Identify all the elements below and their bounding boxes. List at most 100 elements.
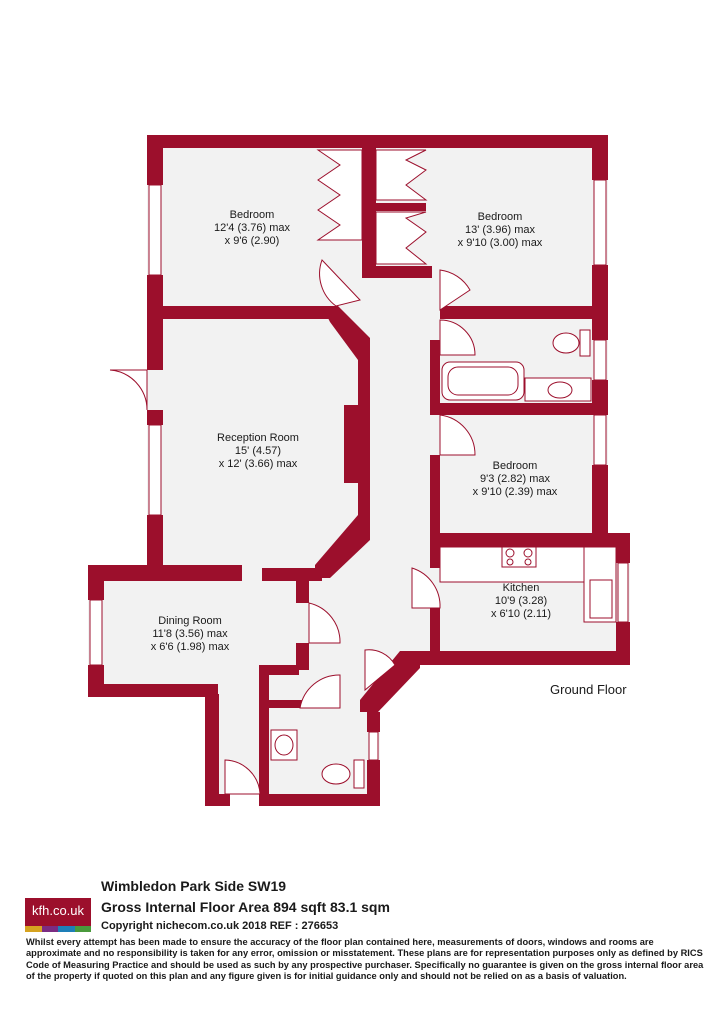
wall-cupboard-mid [376,203,426,211]
wall-dining-right-low [296,643,309,670]
svg-text:Ground Floor: Ground Floor [550,682,627,697]
logo-stripe-3 [58,926,75,932]
room-name: Dining Room [158,615,222,627]
floor-plan: Bedroom 12'4 (3.76) max x 9'6 (2.90) Bed… [88,135,630,806]
wall-reception-diag-bot [315,515,370,578]
wall-cupboard-base [362,266,432,278]
hob-ring-3 [506,558,514,566]
door-bed2 [439,269,471,311]
window-reception [148,424,162,516]
svg-text:x 6'10 (2.11): x 6'10 (2.11) [491,608,551,620]
room-dim: 10'9 (3.28) [495,595,547,607]
window-kitchen [617,562,629,623]
toilet-icon [552,332,580,354]
svg-text:x 12' (3.66) max: x 12' (3.66) max [219,458,298,470]
svg-text:x 9'10 (2.39) max: x 9'10 (2.39) max [473,486,558,498]
wall-left-bedroom [147,275,163,370]
svg-text:11'8 (3.56) max: 11'8 (3.56) max [152,628,228,640]
hob-ring-4 [524,558,532,566]
disclaimer-text: Whilst every attempt has been made to en… [26,937,704,982]
svg-text:Bedroom: Bedroom [493,460,538,472]
logo-stripe-1 [25,926,42,932]
wall-bedrooms-divider [362,148,376,278]
walls [88,135,630,806]
room-dim: x 6'6 (1.98) max [151,641,230,653]
room-dim: 9'3 (2.82) max [480,473,550,485]
door-hall [364,649,396,692]
copyright-text: Copyright nichecom.co.uk 2018 REF : 2766… [101,920,339,932]
wall-wc-bottom [260,794,380,806]
room-name: Bedroom [230,209,275,221]
door-bath [439,319,476,356]
wall-left-reception [147,410,163,425]
wall-kitchen-left-low [430,608,440,665]
window-wc [368,731,379,761]
room-labels: Bedroom 12'4 (3.76) max x 9'6 (2.90) Bed… [151,209,628,697]
wall-entry-left [205,694,219,806]
wall-kitchen-right-top [616,533,630,563]
room-dim: x 9'10 (3.00) max [458,237,543,249]
room-dim: 13' (3.96) max [465,224,535,236]
wardrobe-bed2 [375,149,428,201]
sink-icon [589,579,613,619]
svg-text:15' (4.57): 15' (4.57) [235,445,281,457]
windows [89,179,629,761]
room-dim: x 12' (3.66) max [219,458,298,470]
room-dim: x 9'10 (2.39) max [473,486,558,498]
wall-left-reception-low [147,515,163,580]
doors [109,259,476,795]
door-front [109,369,148,411]
svg-text:10'9 (3.28): 10'9 (3.28) [495,595,547,607]
wall-dining-top [88,565,153,581]
wall-dining-bottom [88,684,218,697]
door-kitchen [411,567,441,609]
basin-icon [547,381,573,399]
wall-left-upper [147,135,163,185]
svg-text:Bedroom: Bedroom [230,209,275,221]
logo-stripe [25,926,91,932]
logo-stripe-2 [41,926,58,932]
door-bed1 [319,259,361,307]
bath-inner [447,366,519,396]
door-bed3 [439,414,476,456]
svg-text:Dining Room: Dining Room [158,615,222,627]
wall-right-mid [592,265,608,340]
wall-kitchen-bottom [415,651,630,665]
hob-ring-2 [523,548,533,558]
logo-text: kfh.co.uk [31,903,85,918]
door-entry [224,759,261,795]
room-name: Reception Room [217,432,299,444]
wall-bed1-bottom [147,306,330,319]
wall-wc-top [259,665,299,675]
svg-text:Bedroom: Bedroom [478,211,523,223]
wall-wc-right [367,712,380,732]
wardrobe-bed1 [316,149,363,241]
wc-basin-icon [274,734,294,756]
chimney-breast [344,405,364,483]
kfh-logo: kfh.co.uk [25,898,91,932]
window-bed2 [593,179,607,266]
wall-right-upper [592,135,608,180]
room-dim: x 6'10 (2.11) [491,608,551,620]
toilet-cistern [579,329,591,357]
wall-diagonal [360,651,420,712]
property-title: Wimbledon Park Side SW19 [101,878,287,894]
wc-cistern [353,759,365,789]
door-wc [299,674,341,709]
window-bath [593,339,607,381]
wall-wc-left [259,665,269,806]
wall-reception-diag-top [322,306,370,360]
wall-bed3-bottom [430,533,590,547]
wall-corridor-right-1 [430,340,440,415]
floor-area-text: Gross Internal Floor Area 894 sqft 83.1 … [101,899,390,915]
svg-text:x 9'6 (2.90): x 9'6 (2.90) [225,235,280,247]
logo-stripe-4 [74,926,91,932]
wall-kitchen-left [430,533,440,568]
svg-text:12'4 (3.76) max: 12'4 (3.76) max [214,222,291,234]
wall-wc-mid [269,700,309,708]
door-dining [308,602,341,644]
hob-ring-1 [505,548,515,558]
wall-right-bed3 [592,465,608,545]
svg-text:Kitchen: Kitchen [503,582,540,594]
wall-corridor-right-2 [430,455,440,545]
